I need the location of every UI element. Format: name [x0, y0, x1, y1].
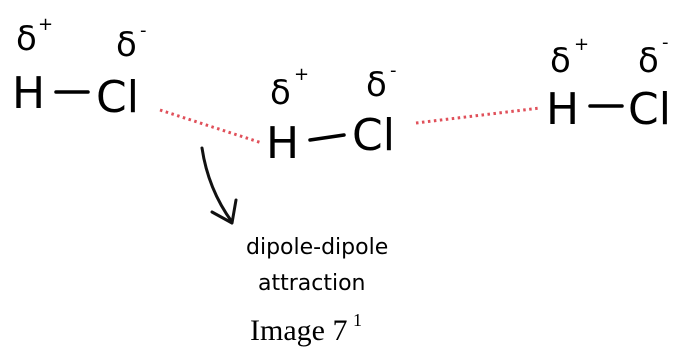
molecule-2-chlorine: Cl: [352, 110, 395, 161]
molecule-3-chlorine: Cl: [628, 84, 671, 135]
figure-caption: Image 7: [250, 314, 347, 347]
molecule-2-hydrogen: H: [266, 118, 299, 169]
molecule-3-hydrogen: H: [546, 84, 579, 135]
annotation-label-line2: attraction: [258, 271, 366, 296]
molecule-1-h-charge: +: [38, 14, 53, 35]
molecule-3-h-delta: δ: [550, 41, 571, 81]
molecule-3-cl-delta: δ: [638, 41, 659, 81]
annotation-label-line1: dipole-dipole: [246, 235, 388, 260]
molecule-2-bond: [308, 133, 346, 142]
molecule-2-cl-delta: δ: [366, 65, 387, 105]
molecule-3: δ + δ - H Cl: [546, 32, 671, 135]
molecule-1-hydrogen: H: [12, 68, 45, 119]
molecule-2-h-delta: δ: [270, 73, 291, 113]
molecule-1-h-delta: δ: [16, 19, 37, 59]
annotation-arrow-shaft: [200, 146, 234, 224]
annotation-arrow: [200, 146, 238, 225]
molecule-2-h-charge: +: [294, 64, 309, 85]
molecule-3-cl-charge: -: [662, 32, 669, 53]
dipole-attraction-line-1: [159, 108, 263, 145]
molecule-2: δ + δ - H Cl: [266, 60, 397, 169]
molecule-1-cl-delta: δ: [116, 25, 137, 65]
molecule-1-chlorine: Cl: [96, 72, 139, 123]
molecule-1: δ + δ - H Cl: [12, 14, 147, 123]
dipole-attraction-line-2: [415, 106, 541, 125]
figure-caption-superscript: 1: [353, 310, 362, 330]
annotation-arrow-head: [210, 198, 238, 225]
molecule-1-cl-charge: -: [140, 20, 147, 41]
molecule-2-cl-charge: -: [390, 60, 397, 81]
molecule-3-h-charge: +: [574, 34, 589, 55]
